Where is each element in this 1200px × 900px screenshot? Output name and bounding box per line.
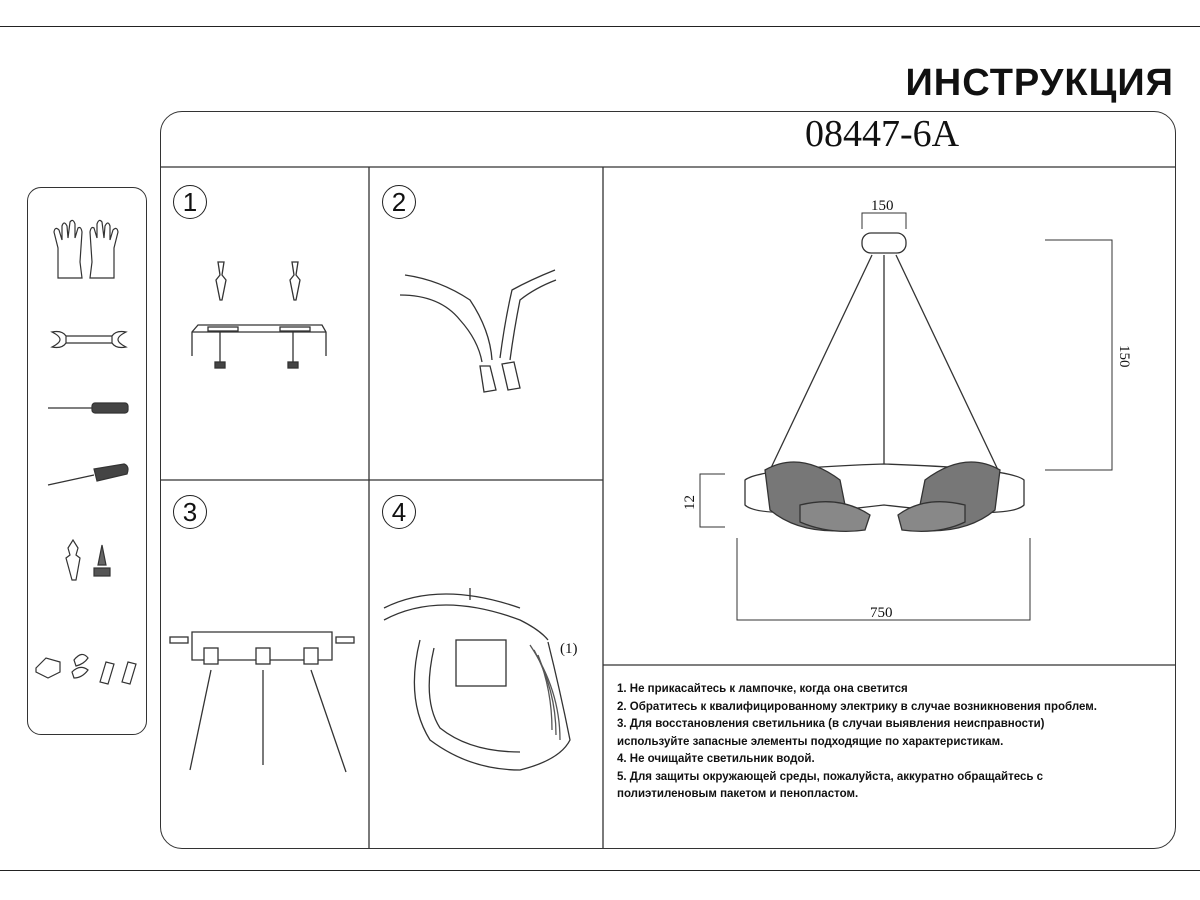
instruction-sheet xyxy=(0,26,1200,871)
screwdriver-icon xyxy=(48,402,129,414)
main-frame xyxy=(160,111,1176,849)
overall-diameter-label: 750 xyxy=(870,605,893,621)
step-4-number: 4 xyxy=(382,495,416,529)
note-line: 3. Для восстановления светильника (в слу… xyxy=(617,718,1045,730)
frame-grid xyxy=(161,166,1175,848)
model-code: 08447-6A xyxy=(805,113,960,155)
tools-panel xyxy=(27,187,147,735)
step3-illustration xyxy=(169,631,355,773)
note-line: 5. Для защиты окружающей среды, пожалуйс… xyxy=(617,770,1044,783)
detail-marker: (1) xyxy=(560,641,578,657)
note-line: 4. Не очищайте светильник водой. xyxy=(617,753,815,765)
anchor-screw-icon xyxy=(65,538,111,581)
wrench-icon xyxy=(50,330,128,349)
step-2-number: 2 xyxy=(382,185,416,219)
step1-illustration xyxy=(191,261,327,369)
note-line: используйте запасные элементы подходящие… xyxy=(617,735,1004,748)
canopy-width-label: 150 xyxy=(871,198,894,214)
note-line: полиэтиленовым пакетом и пенопластом. xyxy=(617,788,859,800)
gloves-icon xyxy=(53,219,119,279)
note-line: 1. Не прикасайтесь к лампочке, когда она… xyxy=(617,683,908,695)
phillips-screwdriver-icon xyxy=(47,463,129,486)
suspension-height-label: 150 xyxy=(1116,345,1132,368)
step-1-number: 1 xyxy=(173,185,207,219)
product-drawing xyxy=(744,232,1025,532)
step4-illustration xyxy=(383,588,571,771)
note-line: 2. Обратитесь к квалифицированному элект… xyxy=(617,700,1097,713)
page-title: ИНСТРУКЦИЯ xyxy=(905,62,1174,104)
connector-parts-icon xyxy=(35,653,137,685)
step-3-number: 3 xyxy=(173,495,207,529)
step2-illustration xyxy=(399,269,557,393)
body-height-label: 12 xyxy=(682,495,698,510)
safety-notes: 1. Не прикасайтесь к лампочке, когда она… xyxy=(617,681,1167,804)
dimension-lines xyxy=(699,212,1113,621)
